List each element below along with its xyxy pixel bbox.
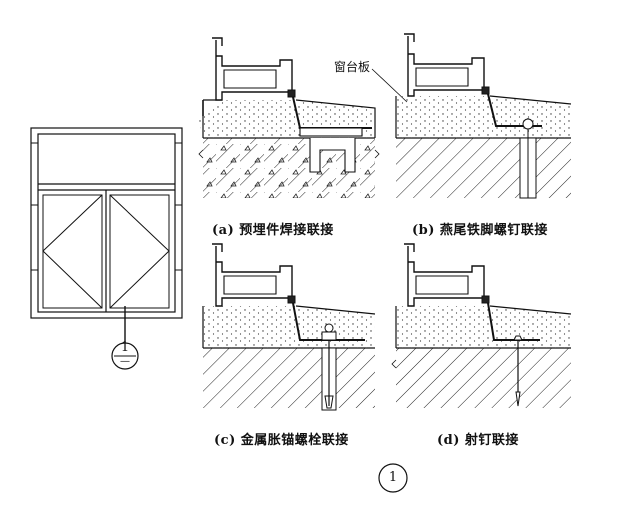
detail-number-circle [378,463,408,493]
sill-board-callout: 窗台板 [334,60,371,74]
caption-d: (d) 射钉联接 [437,433,519,448]
footer-tag-number: 1 [388,470,398,485]
caption-b: (b) 燕尾铁脚螺钉联接 [412,223,548,238]
elevation-tag-number: 1 [120,340,130,355]
caption-c: (c) 金属胀锚螺栓联接 [214,433,349,448]
detail-c-expansion-bolt [202,243,376,411]
detail-b-dovetail [371,33,572,199]
detail-a-welded [198,37,380,198]
caption-a: (a) 预埋件焊接联接 [212,223,334,238]
window-elevation [30,127,183,370]
detail-d-shot-nail [391,243,572,408]
elevation-tag-sub: — [120,356,130,367]
